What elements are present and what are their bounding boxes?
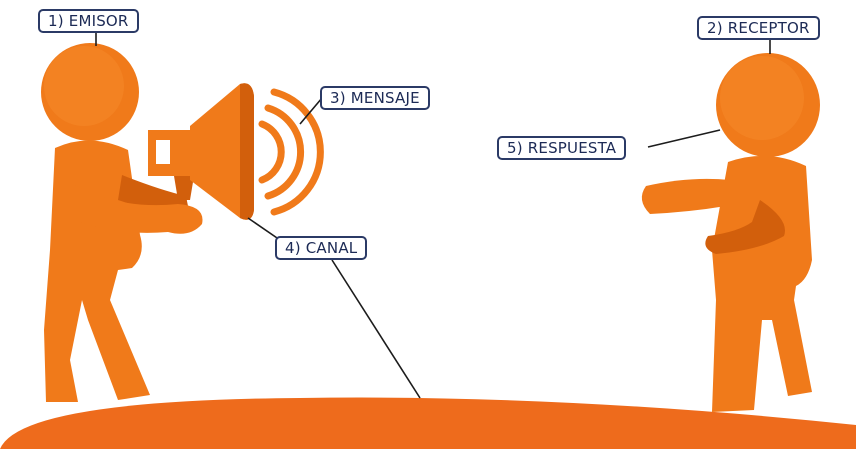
- label-mensaje: 3) MENSAJE: [320, 86, 430, 110]
- ground-hill: [0, 397, 856, 449]
- leader-lines: [95, 33, 771, 399]
- label-emisor: 1) EMISOR: [38, 9, 139, 33]
- canal-leader-line-down: [331, 259, 421, 399]
- canal-leader-line-up: [247, 217, 281, 241]
- megaphone-icon: [148, 83, 324, 220]
- emisor-figure: [41, 43, 203, 402]
- label-canal: 4) CANAL: [275, 236, 368, 260]
- receptor-figure: [641, 53, 820, 412]
- label-respuesta: 5) RESPUESTA: [497, 136, 627, 160]
- mensaje-leader-line: [299, 97, 323, 125]
- respuesta-leader-line: [647, 129, 721, 148]
- label-receptor: 2) RECEPTOR: [697, 16, 820, 40]
